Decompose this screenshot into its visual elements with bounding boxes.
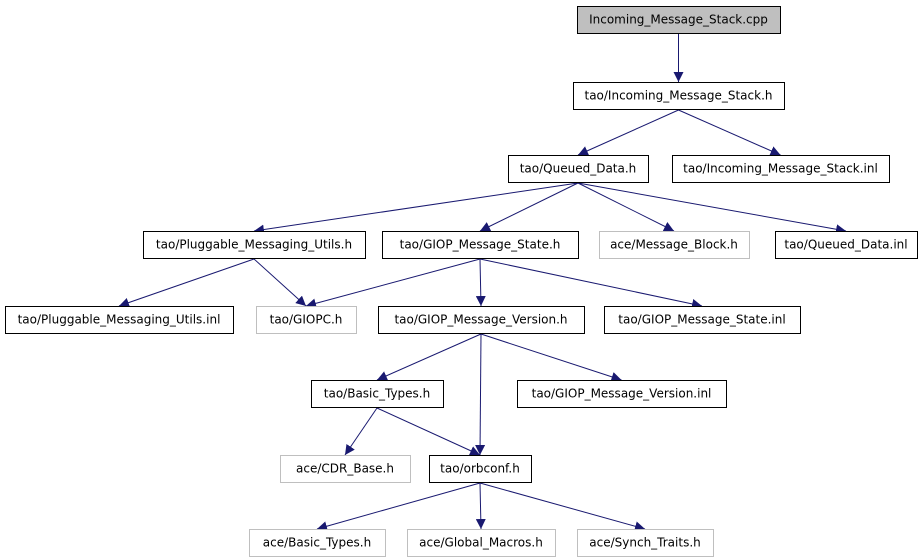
node-box (407, 529, 556, 557)
edge-queued-data-h-to-queued-data-inl (577, 182, 847, 235)
node-box (429, 455, 532, 483)
node-box (311, 380, 444, 408)
node-label: tao/Incoming_Message_Stack.inl (683, 162, 878, 176)
node-basic-types-ace: ace/Basic_Types.h (249, 529, 386, 557)
node-label: ace/Message_Block.h (610, 238, 738, 252)
edge-line (475, 258, 486, 307)
node-box (672, 155, 890, 183)
node-box (517, 380, 727, 408)
edge-orbconf-h-to-synch-traits-h (479, 482, 646, 532)
edge-line (678, 109, 781, 156)
edge-queued-data-h-to-pluggable-h (253, 182, 579, 235)
edge-line (577, 182, 847, 235)
node-basic-types-tao[interactable]: tao/Basic_Types.h (311, 380, 444, 408)
node-box (604, 306, 801, 334)
edge-line (475, 333, 486, 456)
edge-incoming-h-to-incoming-inl (678, 109, 781, 156)
node-giop-state-inl[interactable]: tao/GIOP_Message_State.inl (604, 306, 801, 334)
edge-line (253, 182, 579, 235)
edge-pluggable-h-to-pluggable-inl (118, 258, 255, 308)
edge-orbconf-h-to-global-macros-h (475, 482, 486, 530)
node-label: tao/Incoming_Message_Stack.h (584, 89, 772, 103)
edge-line (479, 182, 579, 232)
node-giop-state-h[interactable]: tao/GIOP_Message_State.h (382, 231, 579, 259)
node-box (573, 82, 785, 110)
node-label: Incoming_Message_Stack.cpp (589, 13, 768, 27)
node-incoming-cpp[interactable]: Incoming_Message_Stack.cpp (577, 6, 781, 34)
edge-line (479, 482, 646, 532)
node-global-macros-h: ace/Global_Macros.h (407, 529, 556, 557)
node-label: tao/GIOP_Message_Version.inl (532, 387, 712, 401)
node-box (577, 6, 781, 34)
edge-queued-data-h-to-message-block-h (577, 182, 675, 232)
node-box (382, 231, 579, 259)
node-incoming-h[interactable]: tao/Incoming_Message_Stack.h (573, 82, 785, 110)
node-cdr-base-h: ace/CDR_Base.h (280, 455, 411, 483)
edge-line (253, 258, 307, 307)
node-box (280, 455, 411, 483)
edge-line (376, 333, 482, 381)
node-label: tao/Pluggable_Messaging_Utils.h (156, 238, 352, 252)
edge-line (479, 258, 703, 309)
node-box (249, 529, 386, 557)
node-queued-data-h[interactable]: tao/Queued_Data.h (508, 155, 649, 183)
node-box (577, 529, 714, 557)
edge-line (316, 482, 481, 532)
edge-line (376, 407, 481, 456)
edge-giop-version-h-to-giop-version-inl (480, 333, 622, 382)
node-orbconf-h[interactable]: tao/orbconf.h (429, 455, 532, 483)
edge-giop-version-h-to-orbconf-h (475, 333, 486, 456)
node-box (256, 306, 357, 334)
node-label: tao/GIOP_Message_Version.h (394, 313, 567, 327)
node-giop-version-inl[interactable]: tao/GIOP_Message_Version.inl (517, 380, 727, 408)
node-label: ace/CDR_Base.h (296, 462, 394, 476)
edge-queued-data-h-to-giop-state-h (479, 182, 579, 232)
edge-basic-types-tao-to-orbconf-h (376, 407, 481, 456)
node-box (775, 231, 918, 259)
node-box (143, 231, 366, 259)
node-box (378, 306, 585, 334)
edge-line (305, 258, 481, 309)
node-synch-traits-h: ace/Synch_Traits.h (577, 529, 714, 557)
node-incoming-inl[interactable]: tao/Incoming_Message_Stack.inl (672, 155, 890, 183)
node-box (5, 306, 234, 334)
edge-line (475, 482, 486, 530)
edge-line (577, 182, 675, 232)
node-label: tao/GIOP_Message_State.h (400, 238, 561, 252)
node-label: tao/orbconf.h (440, 462, 520, 476)
node-label: tao/Basic_Types.h (324, 387, 430, 401)
edge-line (118, 258, 255, 308)
edge-giop-state-h-to-giopc-h (305, 258, 481, 309)
node-label: ace/Global_Macros.h (419, 536, 543, 550)
edge-line (344, 407, 378, 456)
node-label: tao/GIOP_Message_State.inl (618, 313, 785, 327)
node-giopc-h: tao/GIOPC.h (256, 306, 357, 334)
node-pluggable-inl[interactable]: tao/Pluggable_Messaging_Utils.inl (5, 306, 234, 334)
node-label: tao/Queued_Data.h (520, 162, 637, 176)
node-label: ace/Synch_Traits.h (589, 536, 700, 550)
edge-giop-version-h-to-basic-types-tao (376, 333, 482, 381)
edge-line (577, 109, 679, 156)
edge-incoming-h-to-queued-data-h (577, 109, 679, 156)
edge-line (480, 333, 622, 382)
nodes: Incoming_Message_Stack.cpp tao/Incoming_M… (5, 6, 918, 557)
edge-giop-state-h-to-giop-version-h (475, 258, 486, 307)
edge-pluggable-h-to-giopc-h (253, 258, 307, 307)
node-message-block-h: ace/Message_Block.h (599, 231, 750, 259)
edge-orbconf-h-to-basic-types-ace (316, 482, 481, 532)
node-box (508, 155, 649, 183)
edges (118, 34, 847, 532)
node-pluggable-h[interactable]: tao/Pluggable_Messaging_Utils.h (143, 231, 366, 259)
node-label: tao/GIOPC.h (270, 313, 343, 327)
node-queued-data-inl[interactable]: tao/Queued_Data.inl (775, 231, 918, 259)
node-label: tao/Pluggable_Messaging_Utils.inl (18, 313, 221, 327)
node-box (599, 231, 750, 259)
node-giop-version-h[interactable]: tao/GIOP_Message_Version.h (378, 306, 585, 334)
node-label: ace/Basic_Types.h (263, 536, 371, 550)
edge-basic-types-tao-to-cdr-base-h (344, 407, 378, 456)
node-label: tao/Queued_Data.inl (784, 238, 907, 252)
edge-giop-state-h-to-giop-state-inl (479, 258, 703, 309)
